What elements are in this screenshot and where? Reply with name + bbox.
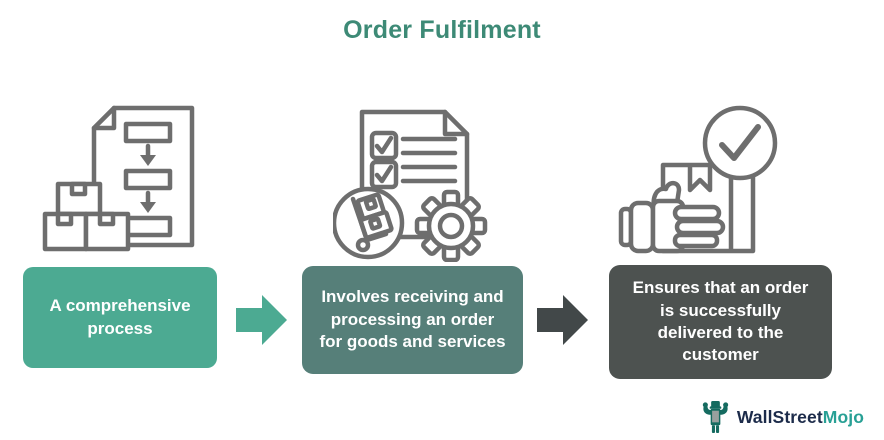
right-arrow-icon <box>236 295 287 345</box>
step-box-comprehensive-process: A comprehensive process <box>23 267 217 368</box>
hand-package-check-icon <box>618 105 778 254</box>
gear-icon <box>414 189 488 262</box>
step-box-receiving-processing: Involves receiving and processing an ord… <box>302 266 523 374</box>
brand-secondary-text: Mojo <box>822 407 864 427</box>
step-label: Ensures that an order is successfully de… <box>632 278 809 365</box>
page-title: Order Fulfilment <box>343 16 541 44</box>
checklist-trolley-gear-icon <box>333 109 488 262</box>
step-box-delivered-customer: Ensures that an order is successfully de… <box>609 265 832 379</box>
wallstreetmojo-wordmark: WallStreetMojo <box>737 407 864 428</box>
step-label: Involves receiving and processing an ord… <box>319 287 506 352</box>
wallstreetmojo-mascot-icon <box>702 401 729 433</box>
step-label: A comprehensive process <box>49 296 191 338</box>
process-document-boxes-icon <box>42 105 195 252</box>
right-arrow-icon <box>537 295 588 345</box>
wallstreetmojo-logo: WallStreetMojo <box>700 400 864 435</box>
brand-primary-text: WallStreet <box>736 407 823 427</box>
